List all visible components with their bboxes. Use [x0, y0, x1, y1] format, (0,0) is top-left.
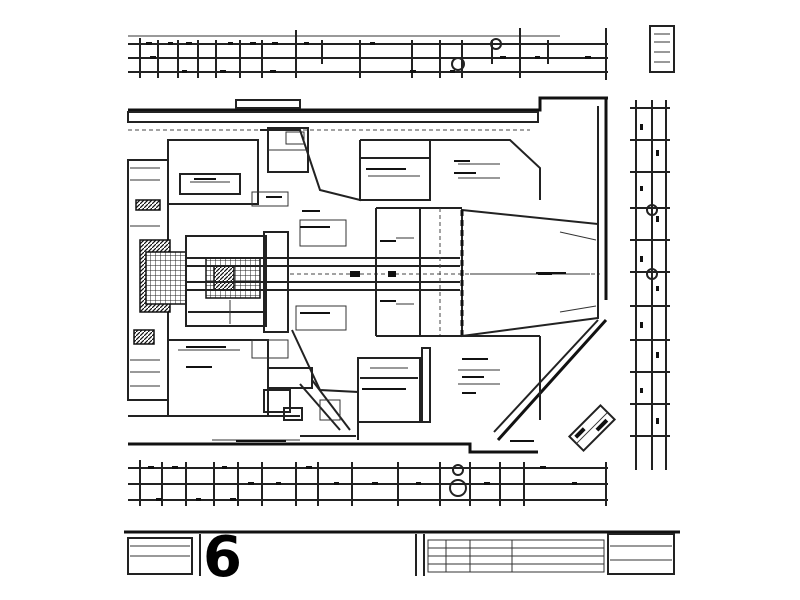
right-dimension-lines: [630, 100, 670, 470]
title-block-sheet-number: 6: [203, 530, 242, 580]
top-dimension-lines: [128, 28, 608, 80]
top-right-title-strip: [649, 25, 675, 73]
title-block: [124, 530, 680, 576]
floor-plan: [127, 96, 608, 454]
bottom-dimension-lines: [128, 460, 608, 506]
revision-stamp: [567, 403, 617, 453]
